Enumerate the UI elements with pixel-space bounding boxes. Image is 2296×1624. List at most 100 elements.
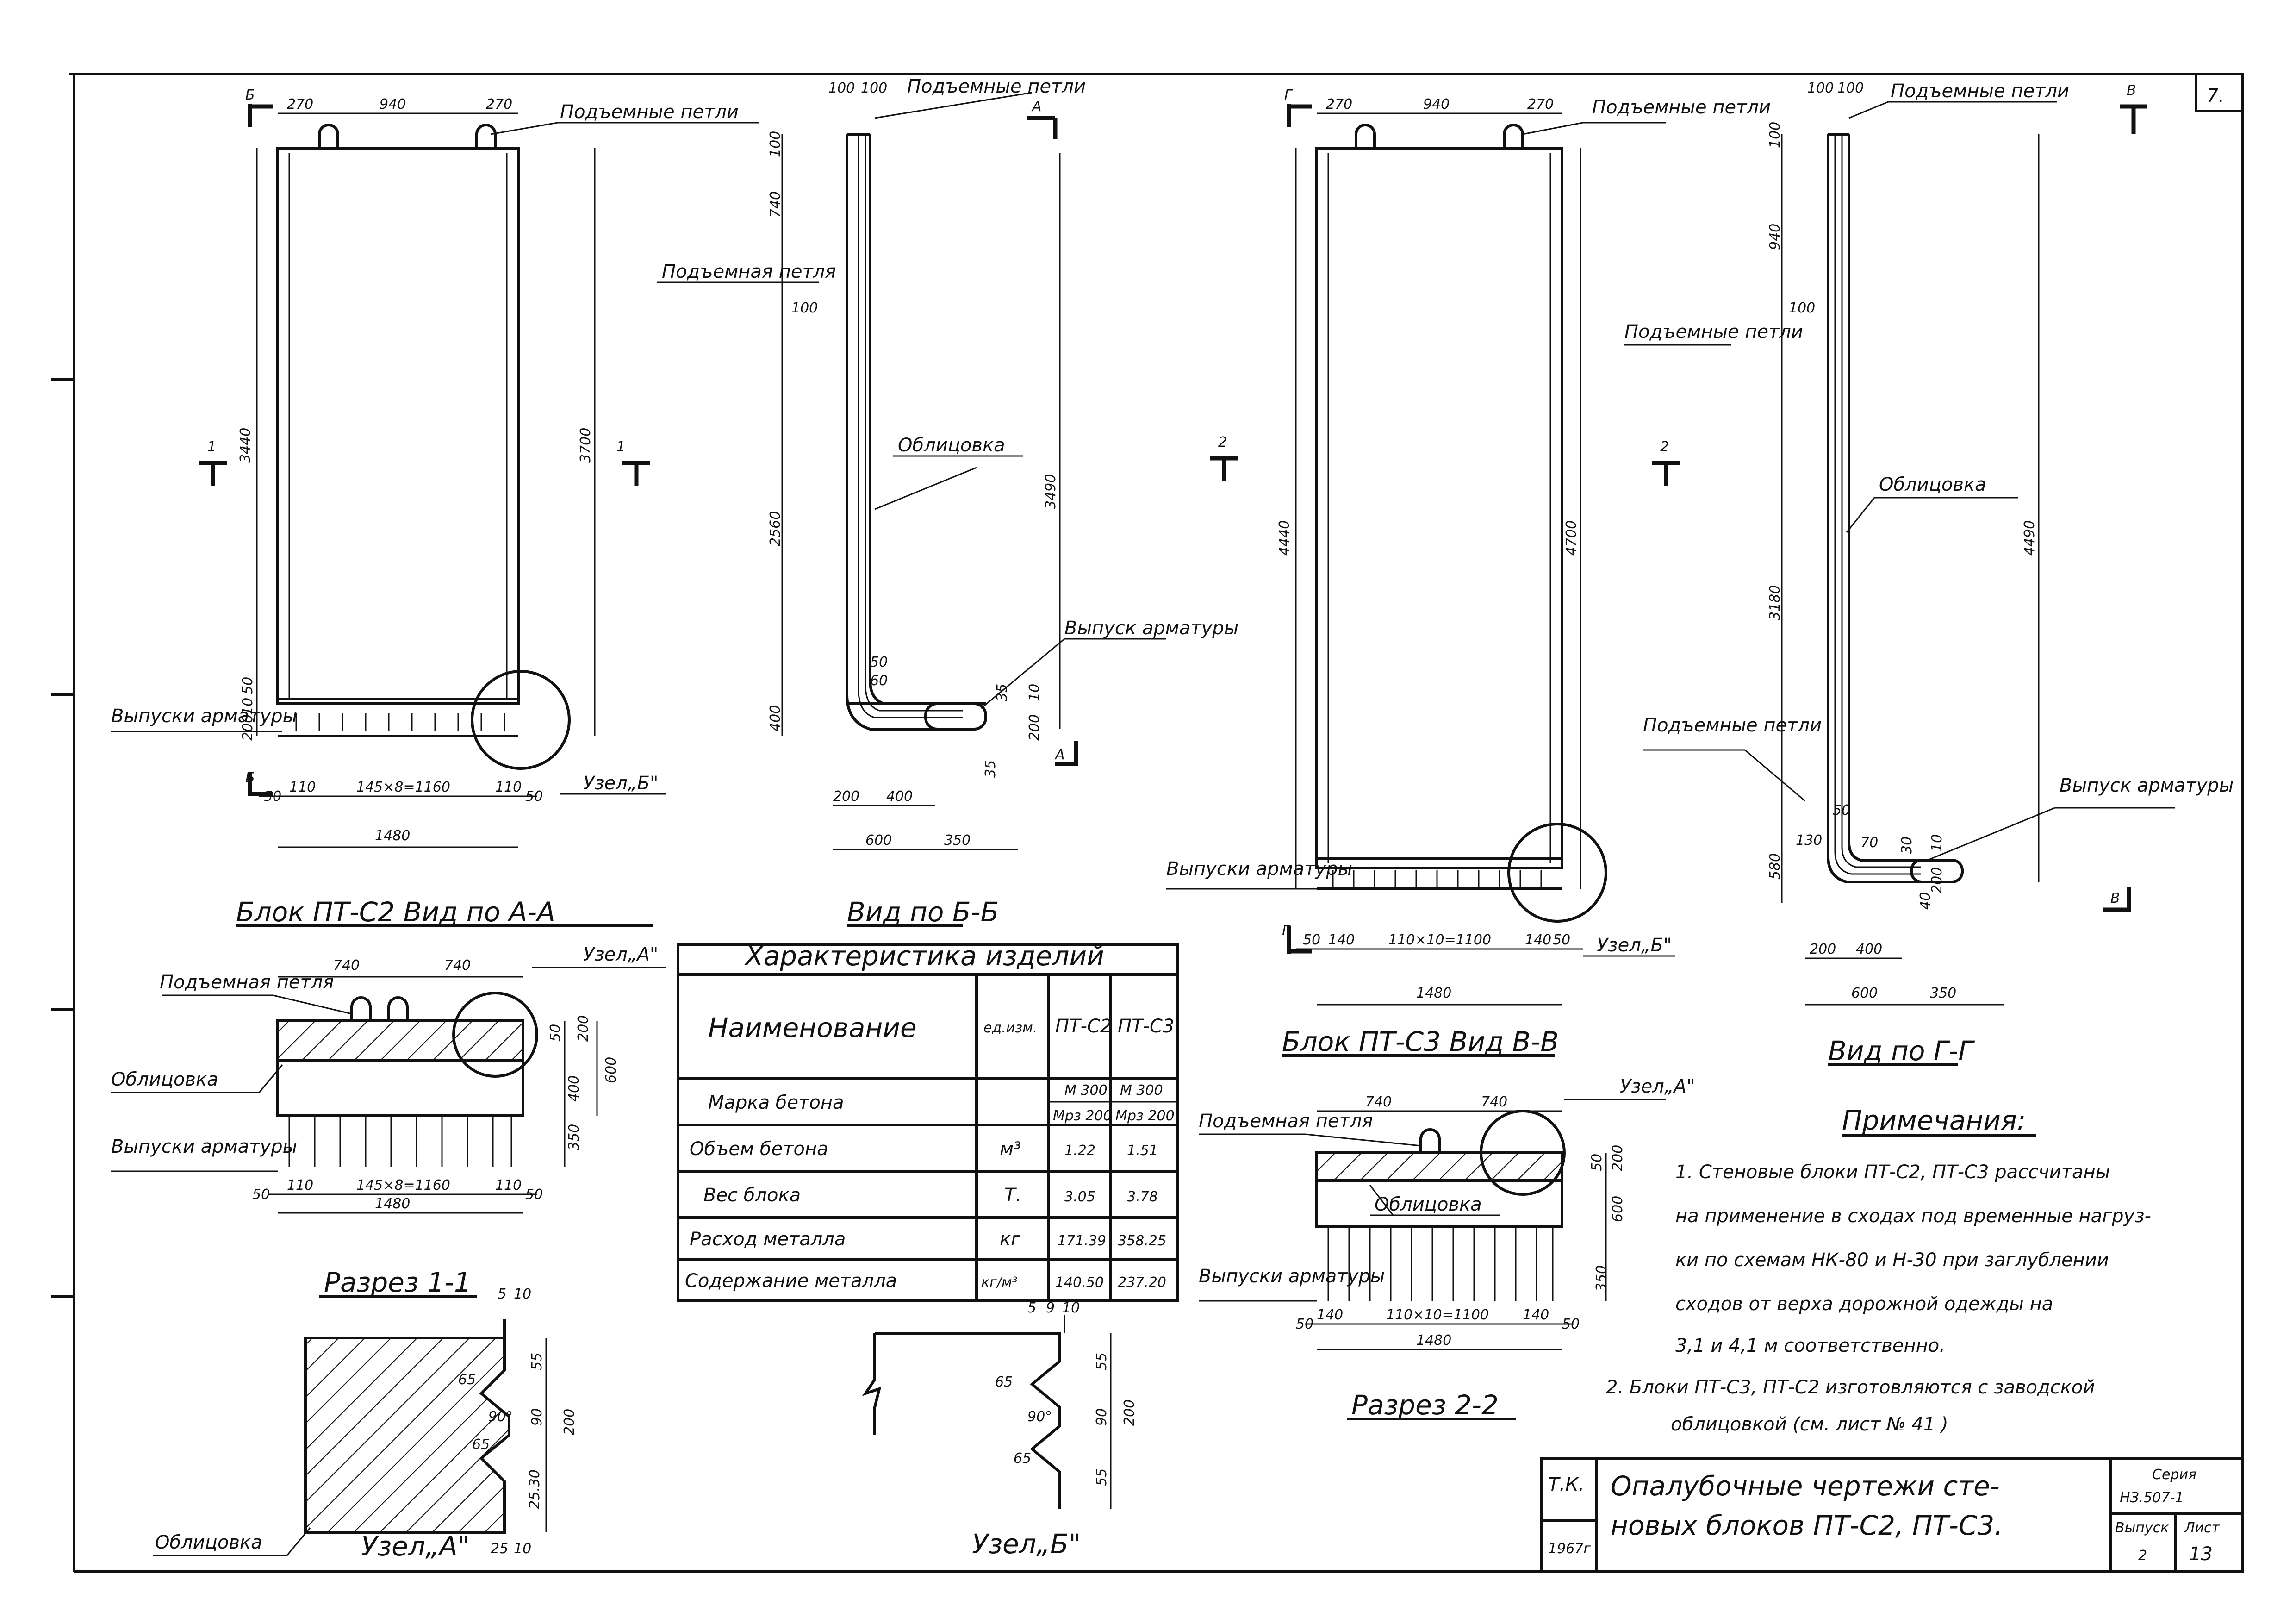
dim-vv-bottom-50-right: 50: [1553, 932, 1570, 948]
section-22-loop-label: Подъемная петля: [1199, 1111, 1373, 1132]
section-2-left-mark: 2: [1218, 434, 1227, 450]
dim-11-top-740-b: 740: [444, 957, 471, 974]
section-b-bottom-mark: Б: [245, 770, 255, 786]
table-row-0-c2-b: Мрз 200: [1053, 1108, 1112, 1124]
dim-vv-bottom-50-left: 50: [1303, 932, 1320, 948]
title-block-issue-value: 2: [2138, 1548, 2147, 1564]
notes: Примечания: 1. Стеновые блоки ПТ-С2, ПТ-…: [1606, 1105, 2151, 1435]
title-block: Т.К. 1967г Опалубочные чертежи сте- новы…: [1540, 1457, 2244, 1573]
section-v-bottom-mark: В: [2110, 890, 2120, 906]
node-a-t-10: 10: [514, 1286, 531, 1302]
dim-r-10: 10: [1027, 684, 1043, 701]
view-bb-loop-label: Подъемная петля: [662, 261, 836, 282]
node-b-d-90: 90°: [1027, 1409, 1052, 1425]
dim-22-r-350: 350: [1593, 1265, 1610, 1292]
node-b-t-9: 9: [1046, 1300, 1055, 1316]
table-row-0-name: Марка бетона: [708, 1092, 844, 1113]
node-a-r-90: 90: [529, 1408, 545, 1426]
dim-bottom-600: 600: [865, 832, 892, 849]
notes-line-6: облицовкой (см. лист № 41 ): [1671, 1414, 1948, 1435]
node-a-t-5: 5: [498, 1286, 506, 1302]
dim-vv-bottom-140-left: 140: [1328, 932, 1355, 948]
table-row-3-c2: 171.39: [1058, 1233, 1106, 1249]
node-b: 5 9 10 55 90 200 55 65 90° 65 Узел„Б": [862, 1300, 1138, 1560]
dim-11-r-350: 350: [566, 1124, 582, 1150]
title-block-series-label: Серия: [2152, 1467, 2196, 1483]
table-row-1-c2: 1.22: [1064, 1143, 1095, 1159]
table-row-4-unit: кг/м³: [981, 1274, 1018, 1291]
dim-vv-bottom-140-right: 140: [1525, 932, 1551, 948]
dim-gg-height-4490: 4490: [2022, 520, 2038, 556]
node-b-r-55-a: 55: [1094, 1353, 1110, 1370]
dim-gg-small-40: 40: [1917, 892, 1934, 910]
section-v-top-mark: В: [2127, 82, 2136, 99]
node-b-d-65-b: 65: [1014, 1450, 1031, 1467]
dim-22-b-total: 1480: [1416, 1332, 1451, 1349]
notes-line-1: на применение в сходах под временные наг…: [1675, 1206, 2151, 1227]
dim-r-200: 200: [1027, 714, 1043, 741]
node-b-t-5: 5: [1027, 1300, 1036, 1316]
dim-small-50: 50: [240, 677, 256, 694]
section-11-caption: Разрез 1-1: [324, 1267, 471, 1298]
view-aa-releases-label: Выпуски арматуры: [111, 706, 297, 727]
table-row-1-name: Объем бетона: [690, 1138, 828, 1160]
dim-vv-top-940: 940: [1423, 96, 1450, 112]
dim-vv-total-1480: 1480: [1416, 985, 1451, 1001]
releases-row-vv: [1332, 870, 1542, 887]
node-b-d-65-a: 65: [995, 1374, 1013, 1390]
table-header-c2: ПТ-С2: [1055, 1016, 1112, 1037]
dim-bottom-400: 400: [886, 788, 913, 805]
dim-height-3490: 3490: [1043, 474, 1059, 509]
dim-11-b-total: 1480: [375, 1196, 410, 1212]
dim-11-b-110-right: 110: [495, 1177, 522, 1193]
view-vv-node-b-label: Узел„Б": [1597, 935, 1672, 956]
section-1-1: 740 740 Подъемная петля Облицовка Выпуск…: [111, 944, 666, 1298]
title-block-sheet-value: 13: [2189, 1543, 2213, 1565]
dim-gg-small-50: 50: [1833, 802, 1850, 818]
dim-small-50-bb: 50: [870, 654, 888, 670]
title-block-year: 1967г: [1548, 1541, 1591, 1557]
dim-gg-side-940: 940: [1767, 224, 1783, 250]
node-a-d-65-b: 65: [472, 1437, 490, 1453]
node-b-t-10: 10: [1062, 1300, 1080, 1316]
node-a-b-10: 10: [514, 1541, 531, 1557]
section-g-left-mark: Г: [1284, 87, 1293, 103]
dim-22-b-50-right: 50: [1562, 1316, 1580, 1332]
node-a-r-25-30: 25.30: [527, 1469, 543, 1509]
table-row-0-c3-a: М 300: [1120, 1082, 1163, 1099]
dim-gg-top-100-b: 100: [1837, 80, 1864, 96]
section-11-releases-label: Выпуски арматуры: [111, 1136, 297, 1157]
view-gg-loops-label-low: Подъемные петли: [1643, 715, 1822, 736]
dim-side-100-b: 100: [791, 300, 818, 316]
title-block-title-line2: новых блоков ПТ-С2, ПТ-С3.: [1611, 1510, 2003, 1541]
notes-line-3: сходов от верха дорожной одежды на: [1675, 1293, 2053, 1315]
dim-bottom-50-left: 50: [264, 788, 281, 805]
table-row-1-unit: м³: [1000, 1138, 1021, 1160]
table-row-2-c3: 3.78: [1127, 1189, 1158, 1205]
title-block-issue-label: Выпуск: [2115, 1520, 2169, 1536]
section-a-bottom-mark: А: [1054, 747, 1065, 763]
dim-gg-top-100-a: 100: [1807, 80, 1834, 96]
section-2-right-mark: 2: [1660, 439, 1669, 455]
notes-line-4: 3,1 и 4,1 м соответственно.: [1675, 1335, 1945, 1356]
table-header-name: Наименование: [708, 1012, 917, 1043]
dim-gg-small-70: 70: [1860, 835, 1878, 851]
releases-row: [295, 713, 505, 731]
dim-side-740: 740: [767, 191, 784, 218]
dim-side-400: 400: [767, 705, 784, 731]
dim-side-100: 100: [767, 131, 784, 157]
node-a-d-65-a: 65: [458, 1372, 476, 1388]
dim-top-270-left: 270: [287, 96, 313, 112]
dim-bottom-110-left: 110: [289, 779, 316, 795]
dim-11-r-200: 200: [575, 1015, 591, 1042]
section-1-left-mark: 1: [207, 439, 216, 455]
dim-small-10: 10: [240, 698, 256, 715]
view-bb-release-label: Выпуск арматуры: [1064, 618, 1238, 639]
node-a: 5 10 55 90 200 25.30 65 90° 65 25 10 Обл…: [153, 1286, 578, 1562]
section-22-releases-label: Выпуски арматуры: [1199, 1266, 1385, 1287]
table-title: Характеристика изделий: [744, 940, 1104, 972]
title-block-title-line1: Опалубочные чертежи сте-: [1611, 1470, 2000, 1502]
view-bb-caption: Вид по Б-Б: [847, 896, 999, 928]
table-row-3-c3: 358.25: [1118, 1233, 1166, 1249]
